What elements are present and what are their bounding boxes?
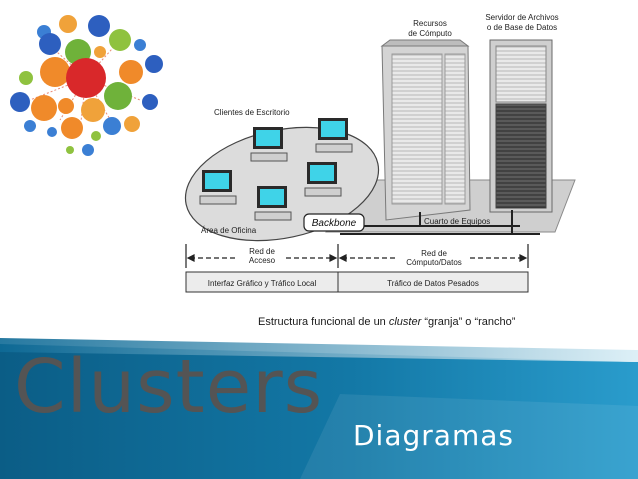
bubble-logo — [10, 15, 163, 156]
compute-network-label: Red de — [421, 249, 447, 258]
cluster-diagram: Backbone Recursos de Cómputo Servidor de… — [184, 13, 576, 293]
server-label-2: o de Base de Datos — [487, 23, 557, 32]
server-label: Servidor de Archivos — [485, 13, 558, 22]
database-server-rack — [489, 39, 553, 213]
desktop-client — [254, 186, 292, 221]
slide-title: Clusters — [14, 344, 324, 430]
traffic-bar — [185, 271, 529, 293]
caption-prefix: Estructura funcional de un — [258, 316, 389, 328]
caption-italic: cluster — [388, 316, 422, 328]
compute-resources-label: Recursos — [413, 19, 447, 28]
clients-label: Clientes de Escritorio — [214, 108, 290, 117]
diagram-caption: Estructura funcional de un cluster “gran… — [258, 316, 515, 328]
desktop-client — [315, 118, 353, 153]
access-network-label: Red de — [249, 247, 275, 256]
compute-rack — [380, 39, 471, 221]
heavy-traffic-label: Tráfico de Datos Pesados — [387, 279, 479, 288]
equipment-room-label: Cuarto de Equipos — [424, 217, 490, 226]
compute-resources-label-2: de Cómputo — [408, 29, 452, 38]
access-network-label-2: Acceso — [249, 256, 276, 265]
title-band — [0, 338, 638, 479]
caption-suffix: “granja” o “rancho” — [421, 316, 516, 328]
desktop-client — [250, 127, 288, 162]
backbone-label: Backbone — [312, 218, 357, 229]
backbone-box — [303, 213, 365, 232]
desktop-client — [199, 170, 237, 205]
local-traffic-label: Interfaz Gráfico y Tráfico Local — [208, 279, 317, 288]
compute-network-label-2: Cómputo/Datos — [406, 258, 462, 267]
network-cables — [340, 210, 540, 235]
desktop-client — [304, 162, 342, 197]
network-spans — [185, 244, 529, 268]
slide-subtitle: Diagramas — [353, 419, 514, 452]
office-area-label: Área de Oficina — [201, 226, 257, 235]
